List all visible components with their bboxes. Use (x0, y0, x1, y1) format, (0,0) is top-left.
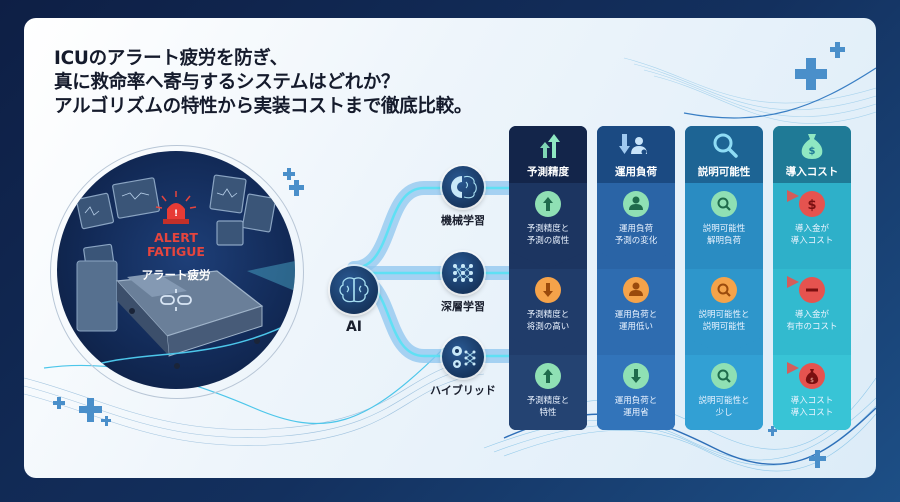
column-label: 予測精度 (527, 166, 569, 178)
column-header-implementation-cost: $ 導入コスト (773, 126, 851, 183)
down-arrow-user-icon (619, 134, 647, 155)
algorithm-node-hybrid (442, 336, 484, 378)
cell-text: 説明可能性解明負荷 (702, 224, 746, 246)
algorithm-label-ml: 機械学習 (441, 214, 485, 227)
cell-hybrid-implementation-cost: $ 導入コスト導入コスト (773, 355, 851, 430)
down-arrow-icon (535, 277, 561, 303)
neural-network-icon (453, 264, 473, 282)
cell-text: 導入金が有市のコスト (786, 310, 838, 332)
title-line-3: アルゴリズムの特性から実装コストまで徹底比較。 (54, 96, 473, 117)
cell-hybrid-operational-load: 運用負荷と運用省 (597, 355, 675, 430)
magnifier-icon (713, 133, 738, 158)
column-operational-load: 運用負荷 運用負荷予測の変化 運用負荷と運用低い 運用負荷と運用省 (597, 126, 675, 430)
column-header-accuracy: 予測精度 (509, 126, 587, 183)
cell-text: 予測精度と将測の高い (526, 310, 570, 332)
minus-icon (799, 277, 825, 303)
gear-brain-icon (451, 175, 477, 199)
cell-text: 導入コスト導入コスト (790, 396, 834, 418)
cell-text: 運用負荷と運用省 (614, 396, 658, 418)
cell-text: 導入金が導入コスト (790, 224, 834, 246)
broken-link-icon (160, 289, 192, 311)
cell-hybrid-accuracy: 予測精度と特性 (509, 355, 587, 430)
svg-text:!: ! (174, 209, 178, 219)
dollar-icon: $ (799, 191, 825, 217)
magnifier-icon (711, 363, 737, 389)
algorithm-label-dl: 深層学習 (441, 300, 485, 313)
infographic-card: ICUのアラート疲労を防ぎ、 真に救命率へ寄与するシステムはどれか？ アルゴリズ… (24, 18, 876, 478)
gears-network-icon (452, 346, 476, 368)
cell-text: 予測精度と特性 (526, 396, 570, 418)
user-icon (623, 277, 649, 303)
page-title: ICUのアラート疲労を防ぎ、 真に救命率へ寄与するシステムはどれか？ アルゴリズ… (54, 47, 472, 119)
money-bag-icon: $ (799, 363, 825, 389)
title-line-1: ICUのアラート疲労を防ぎ、 (54, 48, 288, 69)
siren-icon: ! (155, 191, 197, 224)
brain-icon (339, 277, 369, 303)
magnifier-icon (711, 191, 737, 217)
algorithm-node-dl (442, 252, 484, 294)
column-header-explainability: 説明可能性 (685, 126, 763, 183)
algorithm-label-hybrid: ハイブリッド (430, 384, 496, 397)
column-label: 運用負荷 (615, 166, 657, 178)
user-icon (623, 191, 649, 217)
alert-line-2: FATIGUE (147, 244, 205, 259)
down-arrow-icon (623, 363, 649, 389)
cell-text: 説明可能性と少し (698, 396, 750, 418)
cell-text: 説明可能性と説明可能性 (698, 310, 750, 332)
icu-scene-illustration: ! ALERT FATIGUE アラート疲労 (57, 151, 295, 389)
svg-text:$: $ (810, 377, 814, 384)
column-explainability: 説明可能性 説明可能性解明負荷 説明可能性と説明可能性 説明可能性と少し (685, 126, 763, 430)
cell-text: 運用負荷予測の変化 (614, 224, 658, 246)
magnifier-icon (711, 277, 737, 303)
ai-hub-node (330, 266, 378, 314)
alert-line-1: ALERT (154, 230, 198, 245)
column-header-operational-load: 運用負荷 (597, 126, 675, 183)
cell-text: 予測精度と予測の腐性 (526, 224, 570, 246)
column-label: 導入コスト (785, 166, 839, 178)
algorithm-node-ml (442, 166, 484, 208)
cell-hybrid-explainability: 説明可能性と少し (685, 355, 763, 430)
svg-text:$: $ (809, 146, 816, 157)
up-arrows-icon (540, 134, 560, 158)
money-bag-icon: $ (801, 134, 823, 159)
column-accuracy: 予測精度 予測精度と予測の腐性 予測精度と将測の高い 予測精度と特性 (509, 126, 587, 430)
up-arrow-icon (535, 191, 561, 217)
ai-hub-label: AI (345, 319, 363, 335)
scene-ring (50, 145, 304, 399)
title-line-2: 真に救命率へ寄与するシステムはどれか？ (54, 72, 400, 93)
hospital-bed-illustration: ! (76, 174, 295, 372)
alert-fatigue-ja: アラート疲労 (141, 268, 211, 282)
cell-text: 運用負荷と運用低い (614, 310, 658, 332)
alert-fatigue-en: ALERT FATIGUE (57, 231, 295, 259)
column-implementation-cost: $ 導入コスト $ 導入金が導入コスト 導入金が有市のコスト $ 導入コスト導入… (773, 126, 851, 430)
up-arrow-icon (535, 363, 561, 389)
svg-text:$: $ (807, 198, 816, 213)
column-label: 説明可能性 (697, 166, 751, 178)
